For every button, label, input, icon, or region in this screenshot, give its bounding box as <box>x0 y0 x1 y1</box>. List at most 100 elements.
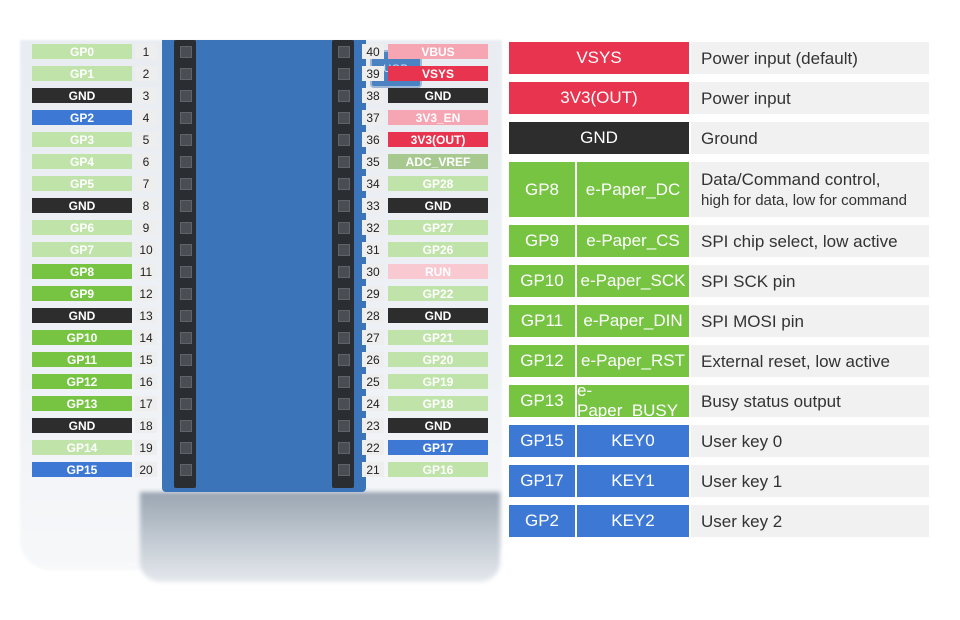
pin-name-cell: 3V3(OUT) <box>509 82 689 114</box>
header-pin <box>338 200 350 212</box>
header-pin <box>180 222 192 234</box>
right-pin-number: 24 <box>362 396 384 411</box>
pin-name-cell: GP11 <box>509 305 575 337</box>
right-pin-number: 33 <box>362 198 384 213</box>
pin-description: Power input (default) <box>691 42 929 74</box>
header-pin <box>338 288 350 300</box>
left-pin-label: GP3 <box>32 132 132 147</box>
left-pin-number: 11 <box>135 264 157 279</box>
left-pin-label: GP0 <box>32 44 132 59</box>
pin-name-cell: GP8 <box>509 162 575 217</box>
left-pin-number: 9 <box>135 220 157 235</box>
right-pin-number: 25 <box>362 374 384 389</box>
right-pin-label: GP19 <box>388 374 488 389</box>
right-pin-label: 3V3(OUT) <box>388 132 488 147</box>
right-pin-label: GP17 <box>388 440 488 455</box>
left-pin-number: 20 <box>135 462 157 477</box>
left-pin-number: 17 <box>135 396 157 411</box>
header-pin <box>180 354 192 366</box>
header-pin <box>180 376 192 388</box>
left-pin-number: 19 <box>135 440 157 455</box>
header-pin <box>180 266 192 278</box>
right-pin-number: 32 <box>362 220 384 235</box>
header-pin <box>180 398 192 410</box>
right-pin-label: GP26 <box>388 242 488 257</box>
right-pin-label: GND <box>388 308 488 323</box>
right-pin-label: GP27 <box>388 220 488 235</box>
description-line: External reset, low active <box>701 351 890 371</box>
header-pin <box>338 244 350 256</box>
right-pin-label: GND <box>388 88 488 103</box>
pin-description: Power input <box>691 82 929 114</box>
header-pin <box>338 464 350 476</box>
right-pin-label: GP18 <box>388 396 488 411</box>
pin-function-cell: e-Paper_CS <box>577 225 689 257</box>
left-pin-label: GP14 <box>32 440 132 455</box>
header-pin <box>338 222 350 234</box>
left-pin-label: GND <box>32 308 132 323</box>
header-pin <box>338 156 350 168</box>
left-pin-number: 5 <box>135 132 157 147</box>
right-pin-number: 40 <box>362 44 384 59</box>
header-pin <box>338 266 350 278</box>
left-pin-number: 14 <box>135 330 157 345</box>
header-pin <box>180 420 192 432</box>
left-pin-number: 1 <box>135 44 157 59</box>
pin-function-cell: KEY0 <box>577 425 689 457</box>
left-pin-label: GP1 <box>32 66 132 81</box>
right-pin-number: 27 <box>362 330 384 345</box>
pin-description: User key 2 <box>691 505 929 537</box>
description-line: Busy status output <box>701 391 841 411</box>
left-pin-label: GP2 <box>32 110 132 125</box>
left-pin-label: GND <box>32 418 132 433</box>
left-pin-label: GP9 <box>32 286 132 301</box>
right-pin-header <box>332 40 354 488</box>
right-pin-label: RUN <box>388 264 488 279</box>
pin-name-cell: GP17 <box>509 465 575 497</box>
right-pin-label: GP20 <box>388 352 488 367</box>
left-pin-label: GND <box>32 198 132 213</box>
right-pin-label: GP21 <box>388 330 488 345</box>
right-pin-label: GP28 <box>388 176 488 191</box>
pin-description: SPI chip select, low active <box>691 225 929 257</box>
right-pin-label: VSYS <box>388 66 488 81</box>
pin-function-cell: e-Paper_DIN <box>577 305 689 337</box>
left-pin-label: GP15 <box>32 462 132 477</box>
left-pin-label: GP7 <box>32 242 132 257</box>
left-pin-label: GP4 <box>32 154 132 169</box>
right-pin-number: 26 <box>362 352 384 367</box>
right-pin-number: 23 <box>362 418 384 433</box>
left-pin-header <box>174 40 196 488</box>
table-row: 3V3(OUT) Power input <box>509 82 929 114</box>
description-line-2: high for data, low for command <box>701 191 907 209</box>
description-line: User key 0 <box>701 431 783 451</box>
left-pin-number: 12 <box>135 286 157 301</box>
left-pin-number: 13 <box>135 308 157 323</box>
pin-description: SPI SCK pin <box>691 265 929 297</box>
description-line: Power input <box>701 88 791 108</box>
left-pin-label: GP12 <box>32 374 132 389</box>
description-line: SPI chip select, low active <box>701 231 898 251</box>
right-pin-label: GND <box>388 418 488 433</box>
header-pin <box>338 90 350 102</box>
description-line: SPI SCK pin <box>701 271 796 291</box>
left-pin-number: 10 <box>135 242 157 257</box>
left-pin-label: GP13 <box>32 396 132 411</box>
header-pin <box>338 134 350 146</box>
pin-description: Data/Command control,high for data, low … <box>691 162 929 217</box>
header-pin <box>180 156 192 168</box>
pin-function-cell: KEY2 <box>577 505 689 537</box>
right-pin-number: 30 <box>362 264 384 279</box>
left-pin-number: 4 <box>135 110 157 125</box>
right-pin-number: 36 <box>362 132 384 147</box>
header-pin <box>180 310 192 322</box>
